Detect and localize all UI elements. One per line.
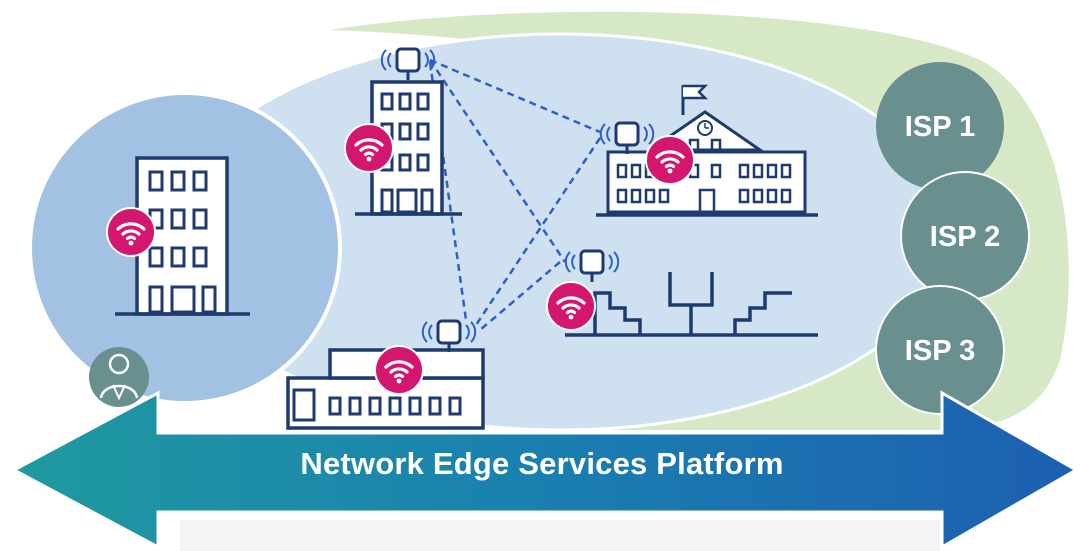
office-building-left [115,156,250,316]
wifi-icon [343,122,395,174]
platform-arrow [10,390,1080,550]
isp-1-node[interactable]: ISP 1 [876,62,1004,190]
isp-3-label: ISP 3 [905,335,975,367]
mesh-links [428,58,602,331]
isp-1-label: ISP 1 [905,111,975,143]
isp-2-node[interactable]: ISP 2 [900,171,1030,301]
wifi-icon [373,344,425,396]
isp-2-label: ISP 2 [930,221,1000,253]
platform-label: Network Edge Services Platform [300,446,784,481]
wifi-icon [644,134,696,186]
isp-3-node[interactable]: ISP 3 [875,285,1005,415]
platform-base-strip [180,520,940,551]
tower-building [355,80,462,216]
clock-icon [697,120,713,136]
user-icon [89,347,149,407]
stadium [565,272,818,337]
wifi-icon [105,206,157,258]
wifi-icon [545,280,597,332]
